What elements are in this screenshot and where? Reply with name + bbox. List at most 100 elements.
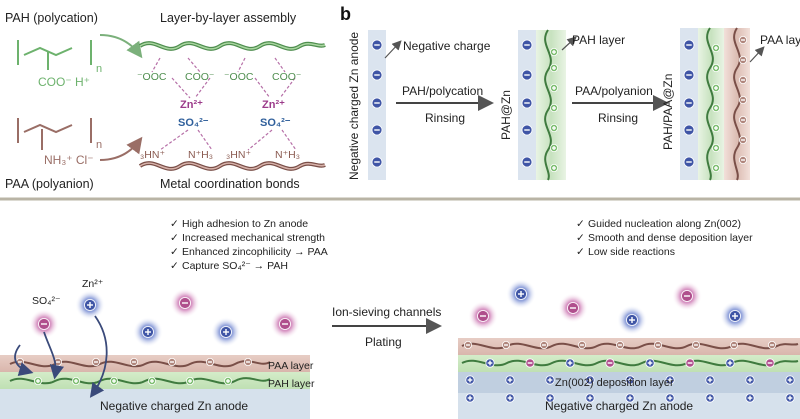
sulfate-ion-core [681,290,693,302]
zinc-ion [617,305,647,335]
ooc-label-1: ⁻OOC [137,71,167,83]
deposition-zinc-marker [745,375,755,385]
sulfate-ion [270,309,300,339]
coo-label-1: COO⁻ [185,71,215,83]
pah-layer-pointer [561,36,577,51]
sulfate-ion [672,281,702,311]
left-bullet-list: ✓ High adhesion to Zn anode ✓ Increased … [170,218,328,272]
negative-charge-marker [683,97,695,109]
trapped-ion-marker [685,358,695,368]
pah-positive-marker [550,64,559,73]
trapped-ion-marker [725,358,735,368]
pah-chain-top [138,41,326,51]
left-check-2: ✓ [170,232,179,244]
pah-layer-label: PAH layer [572,33,625,47]
pah-carboxylate-group: COO⁻ H⁺ [38,75,90,89]
negative-charge-marker [371,124,383,136]
anode-zinc-marker [745,393,755,403]
pah-positive-marker [550,48,559,57]
deposition-zinc-marker [545,375,555,385]
negative-charge-marker [521,39,533,51]
zinc-ion [211,317,241,347]
anode-zinc-marker [665,393,675,403]
ion-sieving-label: Ion-sieving channels [332,305,441,319]
pah-positive-marker [34,376,43,385]
left-anode-label: Negative charged Zn anode [100,399,248,413]
deposition-zinc-marker [785,375,795,385]
paa-negative-marker [616,340,625,349]
pah-positive-marker [712,84,721,93]
right-check-3: ✓ [576,246,585,258]
zn-ion-label-2: Zn²⁺ [262,99,285,111]
anode-charges-1 [371,39,383,168]
brown-curved-arrow [99,136,143,161]
anode-charges-3 [683,36,748,172]
sulfate-ion-core [38,318,50,330]
left-bullet-2: Increased mechanical strength [182,232,325,244]
left-check-4: ✓ [170,260,179,272]
paa-negative-marker [205,357,214,366]
step1-top-label: PAH/polycation [402,84,483,98]
right-floating-ions [468,279,750,335]
sulfate-ion-core [567,302,579,314]
zinc-ion-core [142,326,154,338]
left-pah-layer-label: PAH layer [268,378,315,390]
paa-negative-marker [739,116,748,125]
deposition-layer-label: Zn(002) deposition layer [555,377,674,389]
deposition-zinc-marker [705,375,715,385]
right-check-2: ✓ [576,232,585,244]
plating-label: Plating [365,335,402,349]
paa-polyanion-label: PAA (polyanion) [5,177,94,191]
trapped-ion-marker [485,358,495,368]
right-pah-chain [461,359,799,367]
pah-positive-marker [550,163,559,172]
negative-charge-marker [371,156,383,168]
so4-ion-label-1: SO₄²⁻ [178,117,209,129]
right-paa-chain [461,342,799,350]
left-paa-layer-label: PAA layer [268,360,314,372]
paa-negative-marker [167,357,176,366]
deposition-zinc-marker [505,375,515,385]
zinc-ion-core [515,288,527,300]
so4-trajectory-arrow [43,331,65,380]
paa-negative-marker [768,340,777,349]
paa-negative-marker [739,155,748,164]
trapped-ion-marker [565,358,575,368]
paa-layer-pointer [749,46,765,63]
left-anode-base [0,389,310,419]
paa-negative-marker [243,357,252,366]
negative-charge-marker [683,124,695,136]
left-bullet-1: High adhesion to Zn anode [182,218,308,230]
left-check-1: ✓ [170,218,179,230]
anode-zinc-marker [505,393,515,403]
paa-structure [17,118,92,150]
panel-b: b Negative charged Zn anode Negative cha… [340,4,800,181]
trapped-ion-marker [525,358,535,368]
left-floating-ions [29,288,300,347]
right-pah-layer [458,355,800,372]
right-anode-label: Negative charged Zn anode [545,399,693,413]
anode-charges-2 [521,39,559,172]
sulfate-ion-core [179,297,191,309]
paa-ammonium-group: NH₃⁺ Cl⁻ [44,153,94,167]
left-layer-dots [15,357,252,385]
paa-negative-marker [692,340,701,349]
paa-layer-label: PAA layer [760,33,800,47]
trapped-ion-marker [605,358,615,368]
pah-n-subscript: n [96,63,102,75]
layer-by-layer-caption: Layer-by-layer assembly [160,11,297,25]
paa-layer-band [724,28,750,180]
negative-charge-marker [371,69,383,81]
paa-negative-marker [654,340,663,349]
pah-positive-marker [712,124,721,133]
hn-label-2: ₃HN⁺ [226,149,251,161]
pah-positive-marker [712,104,721,113]
paa-negative-marker [463,340,472,349]
step1-bottom-label: Rinsing [425,111,465,125]
paa-negative-marker [730,340,739,349]
green-curved-arrow [99,34,143,59]
sulfate-ion [29,309,59,339]
right-layer-ions [463,340,795,403]
right-bullet-list: ✓ Guided nucleation along Zn(002) ✓ Smoo… [576,218,753,258]
so4-ion-label-2: SO₄²⁻ [260,117,291,129]
